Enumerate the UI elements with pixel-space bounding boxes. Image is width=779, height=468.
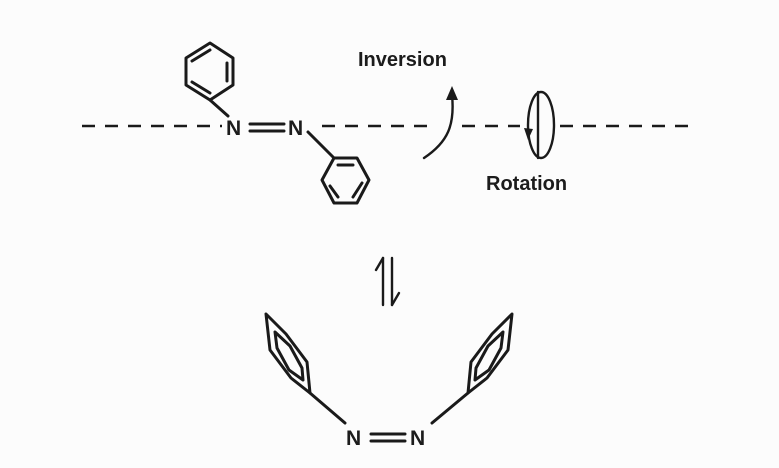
benzene-ring-lower-right	[320, 156, 371, 205]
cis-nitrogen-left: N	[346, 427, 361, 450]
benzene-ring-cis-right	[466, 312, 514, 395]
cis-nitrogen-right: N	[410, 427, 425, 450]
aryl-n-bond-right	[306, 130, 336, 160]
trans-azobenzene: N N	[184, 41, 371, 205]
inversion-label: Inversion	[358, 49, 447, 71]
equilibrium-arrows	[374, 256, 401, 307]
inversion-arrow	[422, 86, 458, 160]
trans-nitrogen-right: N	[288, 117, 303, 140]
cis-aryl-n-bond-left	[308, 391, 347, 425]
rotation-label: Rotation	[486, 173, 567, 195]
trans-nitrogen-left: N	[226, 117, 241, 140]
rotation-arrow	[524, 90, 556, 160]
cis-aryl-n-bond-right	[430, 391, 470, 425]
cis-azobenzene: N N	[264, 312, 514, 450]
aryl-n-bond-left	[208, 98, 230, 118]
benzene-ring-cis-left	[264, 312, 312, 395]
benzene-ring-upper-left	[184, 41, 235, 102]
